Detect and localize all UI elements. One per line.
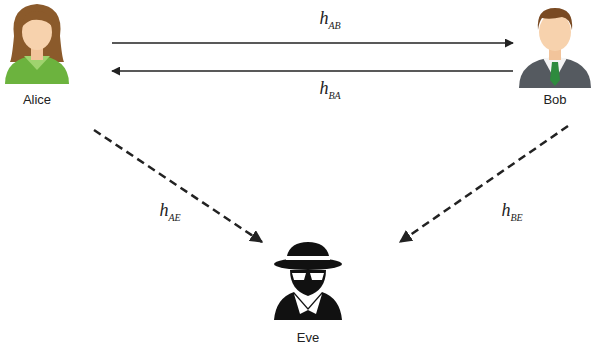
- main-channel: [112, 70, 513, 72]
- node-label: Eve: [297, 330, 319, 346]
- eavesdrop-channel: [400, 126, 568, 242]
- channel-label: hAE: [157, 200, 182, 228]
- eve-spy-icon: [270, 240, 346, 320]
- channel-label: hBE: [499, 200, 524, 228]
- alice-node: Alice: [0, 0, 74, 108]
- eavesdrop-channel: [94, 130, 262, 242]
- node-label: Bob: [543, 92, 566, 108]
- main-channel: [112, 42, 513, 44]
- eve-node: Eve: [268, 240, 348, 346]
- channel-label: hBA: [317, 78, 342, 106]
- alice-avatar: [2, 0, 72, 84]
- bob-avatar: [516, 0, 594, 88]
- bob-node: Bob: [514, 0, 596, 108]
- channel-label: hAB: [317, 8, 342, 36]
- node-label: Alice: [23, 92, 51, 108]
